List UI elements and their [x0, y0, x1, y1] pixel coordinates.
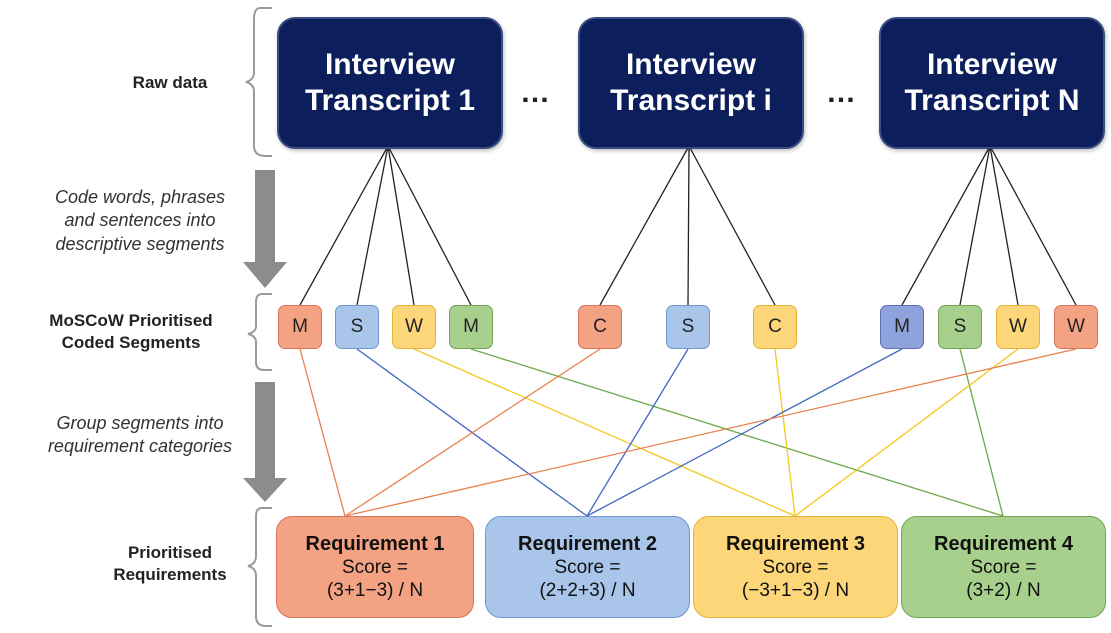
requirement-4-score: (3+2) / N	[966, 580, 1041, 602]
tree-line-0-3	[387, 145, 472, 306]
req-line-10	[344, 348, 1077, 517]
segment-letter: M	[894, 316, 910, 337]
transcript-1-line-2: Transcript 1	[304, 84, 476, 117]
tree-line-1-2	[688, 145, 776, 306]
coded-segments-line-1: MoSCoW Prioritised	[49, 311, 213, 330]
segment-letter: W	[405, 316, 423, 337]
requirement-2-score-label: Score =	[554, 557, 621, 579]
segment-m-2: M	[449, 305, 493, 349]
segment-to-requirement-lines	[299, 348, 1077, 517]
ellipsis-2: …	[826, 76, 856, 109]
req-line-0	[299, 348, 346, 517]
segment-w-3: W	[1054, 305, 1098, 349]
requirement-1: Requirement 1 Score = (3+1−3) / N	[276, 516, 474, 618]
segment-s-3: S	[938, 305, 982, 349]
req-line-2	[413, 348, 796, 517]
requirement-2-score: (2+2+3) / N	[539, 580, 636, 602]
step-code-line-3: descriptive segments	[55, 233, 225, 254]
req-line-4	[344, 348, 601, 517]
transcript-i-line-1: Interview	[625, 48, 757, 81]
tree-line-0-0	[299, 145, 389, 306]
step-group-line-2: requirement categories	[47, 436, 233, 457]
segment-letter: C	[768, 316, 782, 337]
label-coded-segments: MoSCoW Prioritised Coded Segments	[20, 310, 242, 354]
req-line-8	[959, 348, 1004, 517]
segment-letter: S	[681, 316, 695, 337]
segment-letter: S	[953, 316, 967, 337]
requirement-1-title: Requirement 1	[305, 532, 445, 555]
bracket-raw-data	[245, 7, 272, 157]
segment-letter: M	[463, 316, 479, 337]
requirement-1-score: (3+1−3) / N	[326, 580, 424, 602]
requirement-1-score-label: Score =	[341, 557, 408, 579]
prioritised-requirements-line-1: Prioritised	[127, 543, 213, 562]
req-line-7	[586, 348, 903, 517]
tree-line-2-3	[989, 145, 1077, 306]
ellipsis-1: …	[520, 76, 550, 109]
segment-letter: M	[292, 316, 308, 337]
segment-w-2: W	[996, 305, 1040, 349]
requirement-4-score-label: Score =	[970, 557, 1037, 579]
label-step-code: Code words, phrases and sentences into d…	[40, 186, 240, 256]
down-arrow-2	[243, 382, 287, 502]
segment-letter: S	[350, 316, 364, 337]
segment-c-2: C	[753, 305, 797, 349]
segment-s-2: S	[666, 305, 710, 349]
requirement-3: Requirement 3 Score = (−3+1−3) / N	[693, 516, 898, 618]
segment-letter: W	[1067, 316, 1085, 337]
label-step-group: Group segments into requirement categori…	[40, 412, 240, 459]
segment-m-1: M	[278, 305, 322, 349]
bracket-coded-segments	[247, 293, 272, 371]
transcript-1-line-1: Interview	[324, 48, 456, 81]
requirement-2: Requirement 2 Score = (2+2+3) / N	[485, 516, 690, 618]
tree-line-2-0	[901, 145, 991, 306]
requirement-2-title: Requirement 2	[518, 532, 657, 555]
transcript-i: Interview Transcript i	[578, 17, 804, 149]
segment-letter: W	[1009, 316, 1027, 337]
step-code-line-1: Code words, phrases	[54, 187, 226, 207]
step-code-line-2: and sentences into	[64, 210, 216, 231]
requirement-4-title: Requirement 4	[934, 532, 1073, 555]
transcript-n: Interview Transcript N	[879, 17, 1105, 149]
transcript-n-line-2: Transcript N	[904, 84, 1080, 117]
tree-line-2-2	[989, 145, 1019, 306]
requirement-3-score: (−3+1−3) / N	[741, 580, 850, 602]
label-prioritised-requirements: Prioritised Requirements	[100, 542, 240, 586]
req-line-3	[470, 348, 1004, 517]
tree-line-1-1	[687, 145, 690, 306]
step-group-line-1: Group segments into	[56, 413, 224, 433]
brackets	[245, 7, 272, 627]
tree-line-2-1	[959, 145, 991, 306]
req-line-9	[794, 348, 1019, 517]
segment-letter: C	[593, 316, 607, 337]
label-raw-data: Raw data	[132, 73, 208, 92]
prioritised-requirements-line-2: Requirements	[113, 565, 227, 585]
down-arrow-1	[243, 170, 287, 288]
requirement-4: Requirement 4 Score = (3+2) / N	[901, 516, 1106, 618]
requirement-3-title: Requirement 3	[726, 532, 865, 555]
tree-line-0-1	[356, 145, 389, 306]
segment-s-1: S	[335, 305, 379, 349]
transcript-to-segment-lines	[299, 145, 1077, 306]
transcript-i-line-2: Transcript i	[610, 84, 772, 117]
requirement-3-score-label: Score =	[762, 557, 829, 579]
req-line-6	[774, 348, 796, 517]
segment-w-1: W	[392, 305, 436, 349]
bracket-requirements	[247, 507, 272, 627]
transcript-1: Interview Transcript 1	[277, 17, 503, 149]
segment-c-1: C	[578, 305, 622, 349]
tree-line-0-2	[387, 145, 415, 306]
transcript-n-line-1: Interview	[926, 48, 1058, 81]
segment-m-3: M	[880, 305, 924, 349]
req-line-5	[586, 348, 689, 517]
tree-line-1-0	[599, 145, 690, 306]
coded-segments-line-2: Coded Segments	[61, 333, 201, 353]
